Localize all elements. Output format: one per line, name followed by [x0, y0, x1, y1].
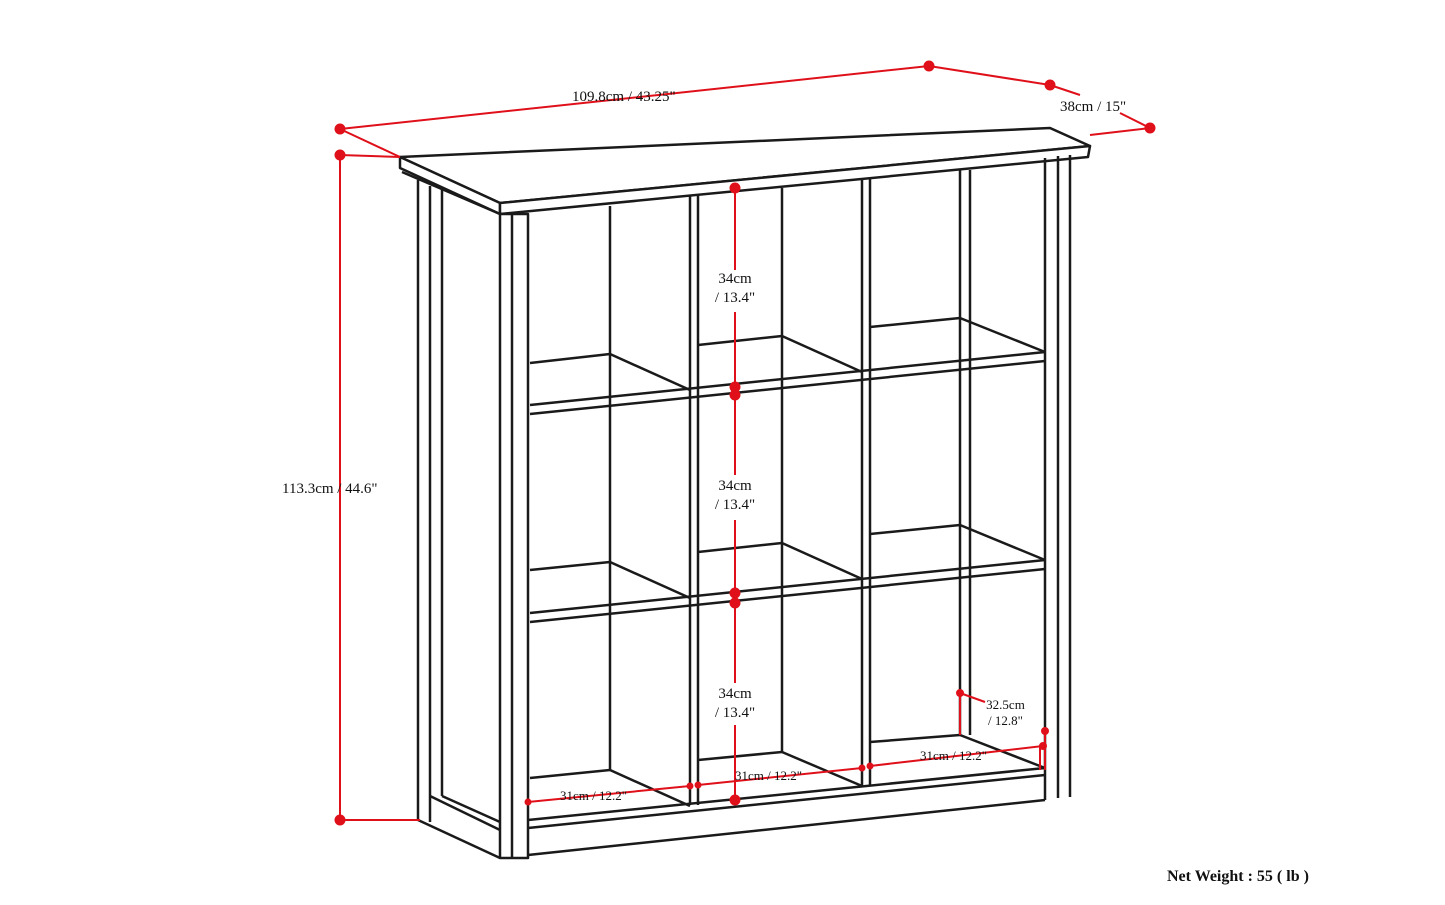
- cubby-height-cm: 34cm: [718, 478, 752, 494]
- cubby-height-in: / 13.4": [714, 290, 756, 306]
- cubby-height-label-middle: 34cm / 13.4": [700, 477, 770, 515]
- cubby-height-label-bottom: 34cm / 13.4": [700, 685, 770, 723]
- cubby-height-cm: 34cm: [718, 271, 752, 287]
- dimension-lines: [334, 60, 1156, 826]
- cubby-depth-cm: 32.5cm: [986, 697, 1025, 712]
- cubby-height-label-top: 34cm / 13.4": [700, 270, 770, 308]
- cubby-height-in: / 13.4": [714, 705, 756, 721]
- cubby-height-in: / 13.4": [714, 497, 756, 513]
- cubby-width-label-right: 31cm / 12.2": [920, 748, 988, 763]
- bookshelf-outline: [398, 126, 1092, 860]
- height-label: 113.3cm / 44.6": [282, 481, 378, 497]
- width-label: 109.8cm / 43.25": [572, 89, 676, 105]
- cubby-width-label-left: 31cm / 12.2": [560, 788, 628, 803]
- net-weight-label: Net Weight : 55 ( lb ): [1167, 868, 1309, 885]
- cubby-depth-label: 32.5cm / 12.8": [978, 697, 1033, 729]
- cubby-width-label-middle: 31cm / 12.2": [735, 768, 803, 783]
- depth-label: 38cm / 15": [1060, 99, 1127, 115]
- cubby-height-cm: 34cm: [718, 686, 752, 702]
- cubby-depth-in: / 12.8": [988, 713, 1023, 728]
